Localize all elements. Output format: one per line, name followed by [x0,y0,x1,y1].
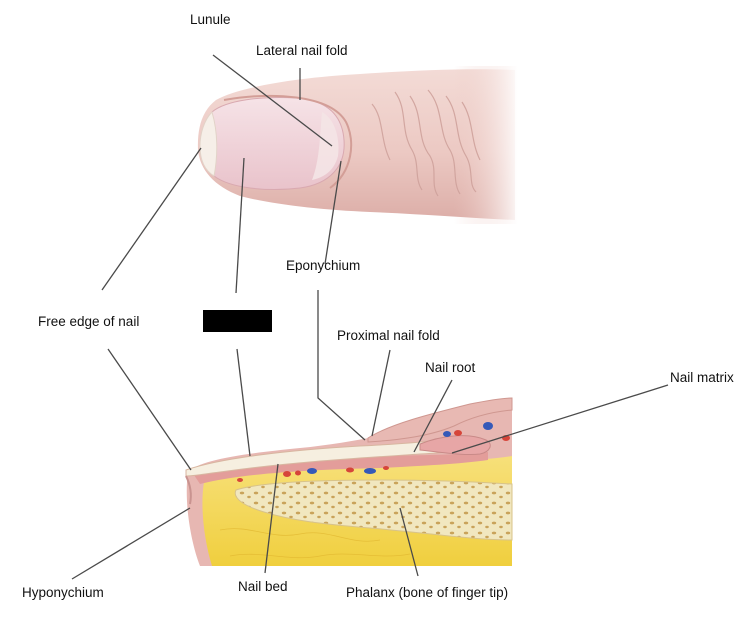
label-nail-bed: Nail bed [238,579,288,594]
phalanx-leader [399,507,419,577]
matrix-fold [419,435,491,455]
nail-fold-edge [223,94,353,189]
lunule-leader [212,54,333,147]
nail-bed-leader [264,463,279,574]
finger-cross-section [185,397,513,566]
nail-matrix-leader [451,384,669,454]
label-lunule: Lunule [190,12,231,27]
vessel-red [454,430,462,436]
free-edge-bottom-leader [107,348,192,471]
label-free-edge: Free edge of nail [38,314,139,329]
hyponychium-leader [71,507,191,580]
nail-plate [211,97,345,190]
labels: Lunule Lateral nail fold Eponychium Free… [22,12,734,600]
vessel-blue [443,431,451,437]
redacted-label-box [203,310,272,332]
proximal-nail-fold-leader [371,349,391,437]
hidden-label-bottom-leader [236,348,251,457]
label-proximal-nail-fold: Proximal nail fold [337,328,440,343]
vessel-blue [364,468,376,474]
vessel-red [346,467,354,473]
label-lateral-nail-fold: Lateral nail fold [256,43,348,58]
finger-external-view [197,66,518,224]
label-eponychium: Eponychium [286,258,360,273]
vessel-red [283,471,291,477]
eponychium-top-leader [324,160,342,265]
nail-free-edge [199,111,218,177]
lunule-shape [312,112,339,180]
nail-bed-layer [192,452,488,484]
knuckle-wrinkles [371,89,481,197]
free-edge-top-leader [101,147,202,291]
vessel-blue [307,468,317,474]
vessel-blue [483,422,493,430]
proximal-fold [367,397,513,443]
phalanx-bone [234,479,513,541]
leader-lines [71,54,669,580]
vessel-red [383,466,389,470]
label-nail-matrix: Nail matrix [670,370,734,385]
vessel-red [295,470,301,476]
nail-root-leader [413,379,453,453]
label-phalanx: Phalanx (bone of finger tip) [346,585,508,600]
hyponychium-region [185,475,192,505]
hidden-label-top-leader [235,157,245,294]
label-nail-root: Nail root [425,360,476,375]
label-hyponychium: Hyponychium [22,585,104,600]
eponychium-bottom-leader [317,290,366,441]
vessel-red [237,478,243,482]
